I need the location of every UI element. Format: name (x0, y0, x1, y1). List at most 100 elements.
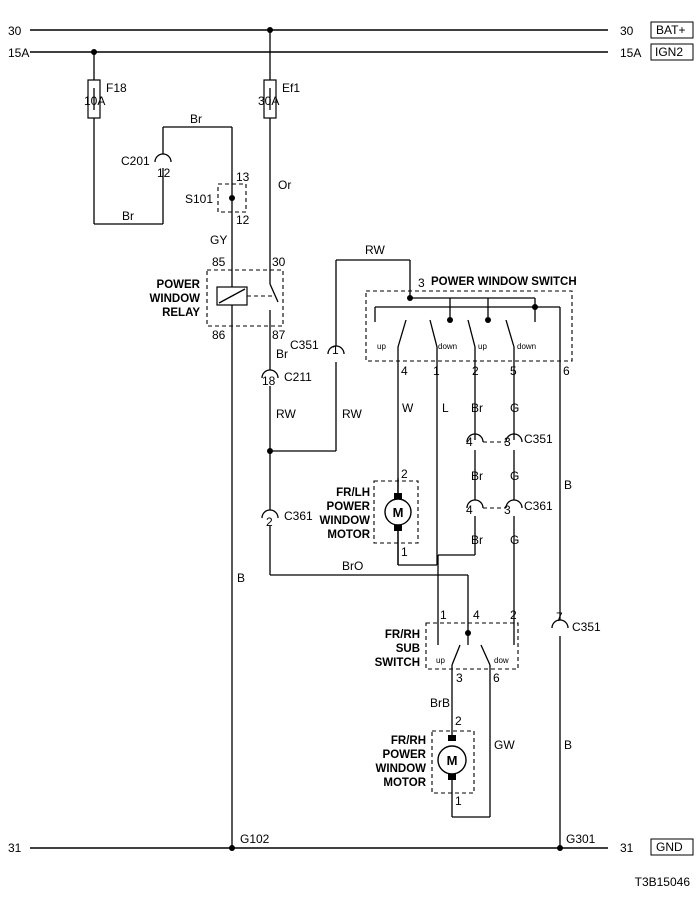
rail-15a-left-label: 15A (8, 46, 29, 60)
s101-pin-12: 12 (236, 213, 250, 227)
sub-label-1: FR/RH (385, 629, 420, 641)
sub-pin-6: 6 (493, 671, 500, 685)
rail-15a-right-label: 15A (620, 46, 641, 60)
wire-color-br-2: Br (190, 112, 202, 126)
power-window-switch-label: POWER WINDOW SWITCH (431, 276, 577, 288)
connector-c351-a-label: C351 (290, 338, 319, 352)
fr-rh-label-4: MOTOR (383, 777, 426, 789)
connector-c361-b-label: C361 (524, 499, 553, 513)
wire-color-gy: GY (210, 233, 227, 247)
c361-pin-3: 3 (504, 503, 511, 517)
sub-down: dow (494, 656, 509, 665)
relay-pin-87: 87 (272, 328, 286, 342)
pws-pin-1: 1 (433, 364, 440, 378)
gnd-label: GND (656, 840, 683, 854)
fr-rh-motor-pin-1: 1 (455, 794, 462, 808)
c351-pin-7: 7 (556, 610, 563, 624)
fr-lh-motor-pin-2: 2 (401, 467, 408, 481)
wire-color-br-3: Br (276, 347, 288, 361)
figure-code: T3B15046 (635, 875, 691, 889)
fr-rh-label-3: WINDOW (376, 763, 427, 775)
pws-down-2: down (517, 342, 536, 351)
pws-pin-2: 2 (472, 364, 479, 378)
relay-label-1: POWER (157, 279, 201, 291)
pws-blade-2 (429, 319, 438, 348)
wire-color-br-6: Br (471, 533, 483, 547)
pws-up-1: up (377, 342, 386, 351)
power-window-relay (206, 269, 284, 327)
c351-pin-1: 1 (332, 343, 339, 357)
c361-pin-2: 2 (266, 515, 273, 529)
fr-rh-label-2: POWER (383, 749, 427, 761)
wire-color-b-3: B (564, 738, 572, 752)
fr-rh-motor-box (431, 730, 475, 794)
connector-c201 (154, 153, 172, 163)
connector-c361-a-label: C361 (284, 509, 313, 523)
fr-lh-label-4: MOTOR (327, 529, 370, 541)
wire-color-rw-2: RW (342, 407, 362, 421)
fuse-ef1-name: Ef1 (282, 81, 300, 95)
bat-box (650, 21, 694, 39)
sub-label-3: SWITCH (375, 657, 420, 669)
wire-color-w: W (402, 401, 414, 415)
pws-blade-1 (397, 319, 407, 348)
wire-color-gw: GW (494, 738, 515, 752)
splice-s101-label: S101 (185, 192, 213, 206)
fr-rh-sub-switch (425, 622, 519, 670)
pws-pin-6: 6 (563, 364, 570, 378)
wire-color-br-1: Br (122, 209, 134, 223)
relay-pin-30: 30 (272, 255, 286, 269)
pws-blade-3 (467, 319, 476, 348)
ign-label: IGN2 (655, 45, 683, 59)
connector-c211 (261, 369, 279, 379)
fuse-f18-name: F18 (106, 81, 127, 95)
wire-color-l: L (442, 401, 449, 415)
fr-lh-label-1: FR/LH (336, 487, 370, 499)
sub-pin-4: 4 (473, 608, 480, 622)
wire-color-or: Or (278, 178, 291, 192)
connector-c361-a (261, 509, 279, 519)
ign-box (650, 43, 694, 61)
c211-pin: 18 (262, 374, 276, 388)
fr-lh-label-2: POWER (327, 501, 371, 513)
fr-lh-motor-symbol: M (393, 505, 404, 520)
wire-color-g-3: G (510, 533, 519, 547)
power-window-switch (365, 290, 573, 362)
wire-color-rw-1: RW (276, 407, 296, 421)
fuse-f18-rating: 10A (84, 94, 105, 108)
fr-lh-motor-box (373, 480, 419, 544)
s101-pin-13: 13 (236, 170, 250, 184)
sub-up: up (436, 656, 445, 665)
wire-color-g-2: G (510, 469, 519, 483)
sub-pin-1: 1 (440, 608, 447, 622)
wire-color-rw-3: RW (365, 243, 385, 257)
rail-30-left-label: 30 (8, 24, 22, 38)
relay-contact (269, 283, 279, 303)
fuse-ef1-rating: 30A (258, 94, 279, 108)
c201-pin: 12 (157, 166, 171, 180)
sub-label-2: SUB (396, 643, 420, 655)
pws-pin-3: 3 (418, 276, 425, 290)
fr-lh-motor-pin-1: 1 (401, 545, 408, 559)
connector-c211-label: C211 (284, 370, 312, 384)
rail-31-left-label: 31 (8, 841, 22, 855)
connector-c351-b-label: C351 (524, 432, 553, 446)
connector-c351-c (551, 619, 569, 629)
wire-color-br-4: Br (471, 401, 483, 415)
gnd-box (650, 838, 694, 856)
pws-down-1: down (438, 342, 457, 351)
relay-pin-85: 85 (212, 255, 226, 269)
c351-pin-4: 4 (466, 435, 473, 449)
sub-blade-2 (480, 644, 491, 666)
c361-pin-4: 4 (466, 503, 473, 517)
wire-color-bro: BrO (342, 559, 363, 573)
c351-pin-3: 3 (504, 435, 511, 449)
pws-blade-4 (505, 319, 515, 348)
ground-g301: G301 (566, 832, 596, 846)
pws-up-2: up (478, 342, 487, 351)
sub-pin-3: 3 (456, 671, 463, 685)
bat-label: BAT+ (656, 23, 685, 37)
fr-rh-motor-symbol: M (447, 753, 458, 768)
